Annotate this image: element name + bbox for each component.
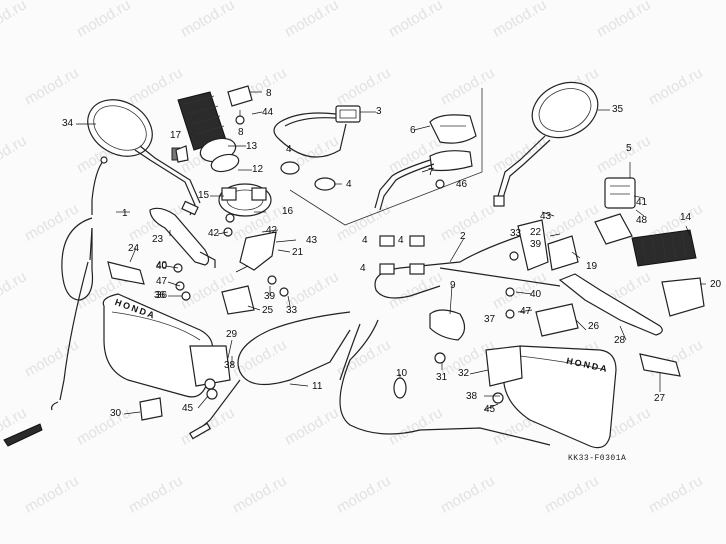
callout-23: 23 — [152, 234, 164, 245]
callout-45-b: 45 — [484, 404, 496, 415]
callout-33: 33 — [510, 228, 522, 239]
callout-38-b: 38 — [466, 391, 478, 402]
callout-40-c: 40 — [156, 261, 168, 272]
callout-20: 20 — [710, 279, 722, 290]
callout-1: 1 — [122, 208, 128, 219]
callout-12: 12 — [252, 164, 264, 175]
callout-29: 29 — [226, 329, 238, 340]
callout-15: 15 — [198, 190, 210, 201]
callout-5: 5 — [626, 143, 632, 154]
callout-28: 28 — [614, 335, 626, 346]
diagram-code: KK33-F0301A — [568, 454, 627, 463]
right-switch-assembly — [374, 114, 477, 211]
fr-marker: FR — [2, 420, 46, 438]
callout-39-b: 39 — [530, 239, 542, 250]
callout-25: 25 — [262, 305, 274, 316]
callout-35: 35 — [612, 104, 624, 115]
callout-40: 40 — [156, 260, 168, 271]
callout-47: 47 — [156, 276, 168, 287]
callout-17: 17 — [170, 130, 182, 141]
wire-harness — [273, 105, 361, 191]
callout-39: 39 — [264, 291, 276, 302]
callout-14: 14 — [680, 212, 692, 223]
callout-42: 42 — [208, 228, 220, 239]
callout-36-b: 36 — [156, 290, 168, 301]
callout-43-b: 43 — [540, 211, 552, 222]
clutch-lever — [149, 207, 216, 268]
callout-4-e: 4 — [398, 235, 404, 246]
clutch-cable — [51, 156, 108, 411]
callout-27: 27 — [654, 393, 666, 404]
callout-4-b: 4 — [346, 179, 352, 190]
callout-44: 44 — [262, 107, 274, 118]
starter-cable — [189, 311, 351, 440]
callout-34: 34 — [62, 118, 74, 129]
callout-37: 37 — [484, 314, 496, 325]
callout-4-d: 4 — [360, 263, 366, 274]
callout-26: 26 — [588, 321, 600, 332]
callout-45: 45 — [182, 403, 194, 414]
callout-40-b: 40 — [530, 289, 542, 300]
callout-33-b: 33 — [286, 305, 298, 316]
callout-11: 11 — [312, 381, 323, 392]
callout-7: 7 — [428, 167, 434, 178]
small-parts — [107, 145, 705, 421]
switch-parts-top — [227, 85, 253, 125]
callout-3: 3 — [376, 106, 382, 117]
callout-38: 38 — [224, 360, 236, 371]
callout-10: 10 — [396, 368, 408, 379]
callout-36: 36 — [154, 290, 166, 301]
left-mirror — [87, 99, 201, 216]
fr-arrow-shape — [3, 423, 43, 447]
callout-8-b: 8 — [238, 127, 244, 138]
callout-42-b: 42 — [266, 225, 278, 236]
callout-47-b: 47 — [520, 306, 532, 317]
left-hand-guard — [102, 293, 231, 398]
left-switch-housing — [218, 183, 272, 217]
callout-32: 32 — [458, 368, 470, 379]
callout-16: 16 — [282, 206, 294, 217]
callout-19: 19 — [586, 261, 598, 272]
callout-22: 22 — [530, 227, 542, 238]
callout-41: 41 — [636, 197, 648, 208]
callout-30: 30 — [110, 408, 122, 419]
callout-21: 21 — [292, 247, 304, 258]
right-hand-guard — [485, 345, 617, 449]
callout-9: 9 — [450, 280, 456, 291]
callout-48: 48 — [636, 215, 648, 226]
callout-4-c: 4 — [362, 235, 368, 246]
brake-master-cylinder — [594, 177, 636, 245]
right-grip — [631, 229, 697, 267]
callout-2: 2 — [460, 231, 466, 242]
brake-lever — [558, 273, 663, 336]
callout-46: 46 — [456, 179, 468, 190]
callout-13: 13 — [246, 141, 258, 152]
callout-24: 24 — [128, 243, 140, 254]
callout-43: 43 — [306, 235, 318, 246]
throttle-grip — [171, 91, 240, 173]
callout-8: 8 — [266, 88, 272, 99]
leader-lines — [76, 91, 706, 415]
callout-4: 4 — [286, 144, 292, 155]
callout-31: 31 — [436, 372, 448, 383]
callout-6: 6 — [410, 125, 416, 136]
right-mirror — [493, 81, 599, 207]
fr-label: FR — [13, 420, 29, 434]
